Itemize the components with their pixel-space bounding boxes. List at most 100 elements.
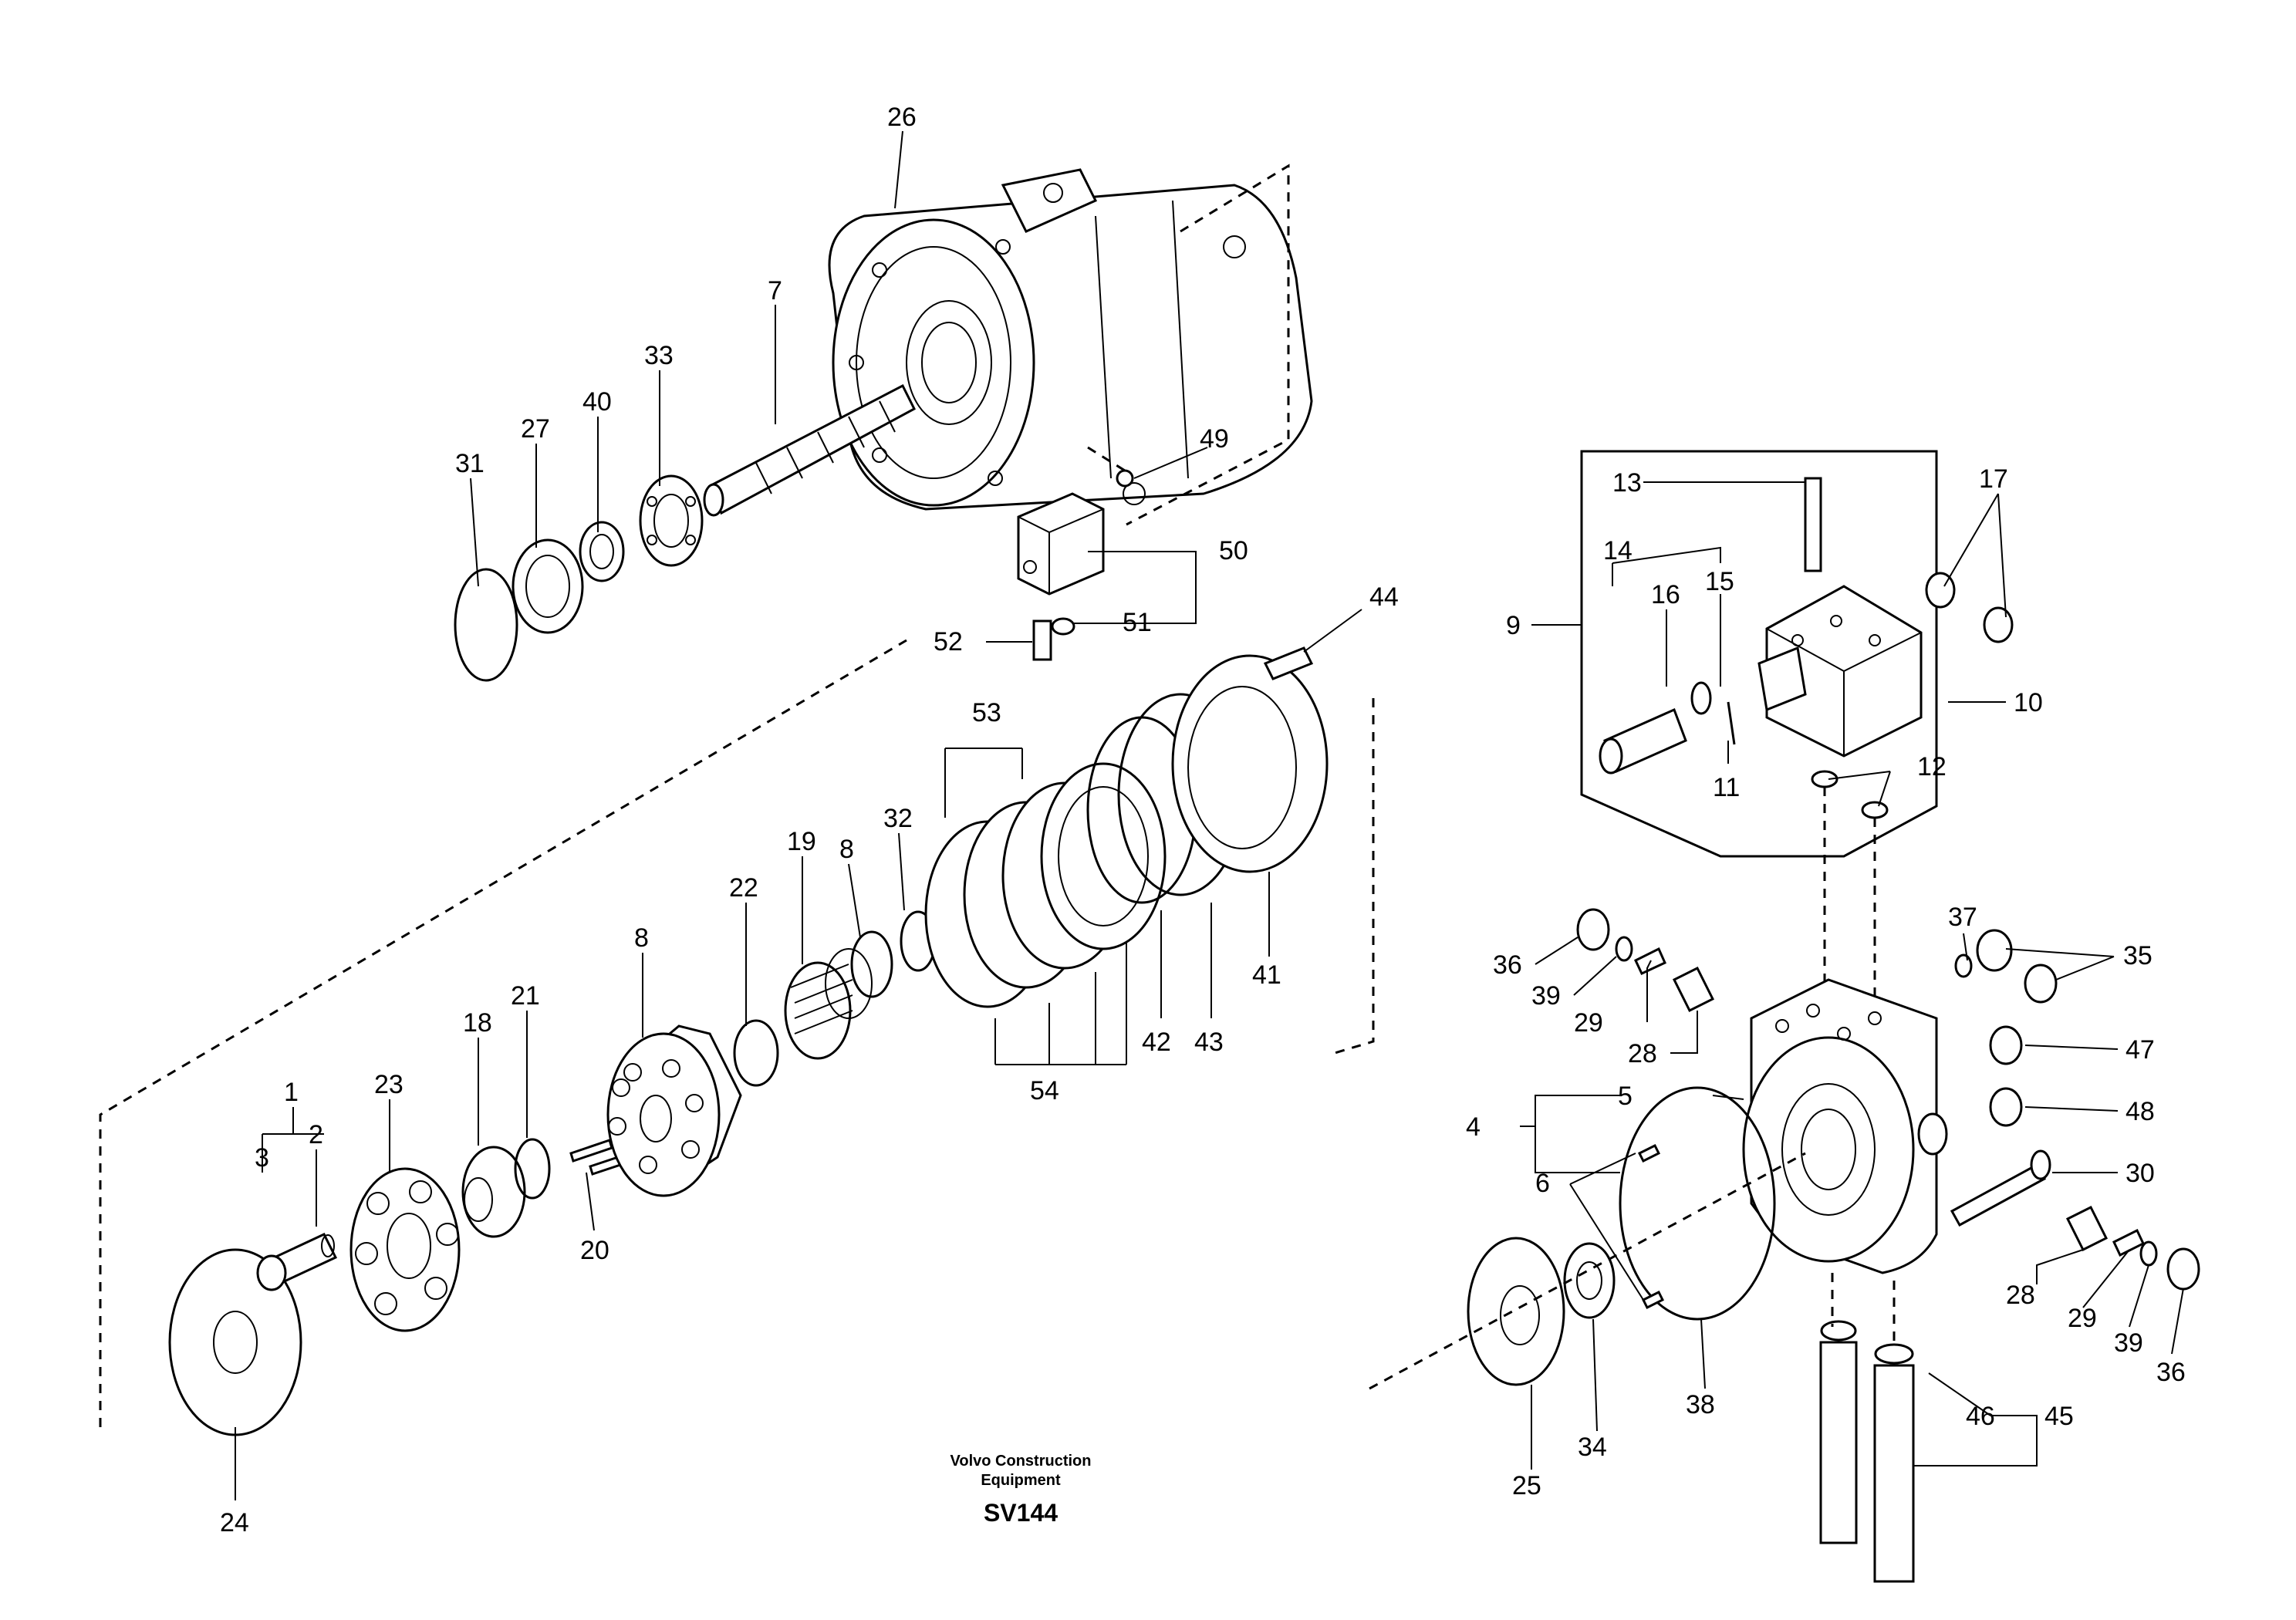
figure-caption: Volvo Construction Equipment SV144	[950, 1453, 1092, 1527]
pin-6	[1641, 1290, 1665, 1310]
brake-group-outline	[99, 639, 907, 1427]
cover-outline	[1369, 1152, 1806, 1390]
valve-block-50	[1017, 469, 1134, 661]
callout-19: 19	[787, 827, 816, 856]
callout-14: 14	[1603, 536, 1633, 565]
callout-38: 38	[1686, 1390, 1715, 1419]
plug-36	[2166, 1247, 2200, 1291]
callout-7: 7	[768, 276, 782, 305]
callout-51: 51	[1123, 608, 1152, 637]
brake-group-outline	[1334, 698, 1375, 1055]
housing-outline	[1087, 446, 1126, 472]
spacer-40	[579, 521, 625, 582]
callout-8: 8	[839, 835, 854, 864]
caption-line-1: Volvo Construction	[950, 1453, 1092, 1470]
callout-34: 34	[1578, 1433, 1607, 1462]
plug-47	[1989, 1025, 2023, 1065]
o-ring-12	[1861, 801, 1889, 819]
callout-39: 39	[1531, 981, 1561, 1011]
callout-45: 45	[2044, 1402, 2074, 1431]
callout-21: 21	[511, 981, 540, 1011]
callout-25: 25	[1512, 1471, 1541, 1500]
callout-43: 43	[1194, 1028, 1224, 1057]
housing-outline	[1126, 164, 1290, 526]
bolt-30	[2030, 1149, 2051, 1180]
callout-36b: 36	[2156, 1358, 2186, 1387]
callout-1: 1	[284, 1078, 299, 1107]
cylinder-block-8	[606, 1024, 742, 1197]
rear-cover-5	[1742, 978, 1948, 1274]
callout-labels: 26 7 33 40 27 31 49 50 51 52 44 53 32 8 …	[220, 103, 2186, 1537]
plunger-28	[2065, 1205, 2109, 1252]
plug-36	[1576, 908, 1610, 951]
callout-4: 4	[1466, 1112, 1481, 1142]
o-ring-39	[2139, 1240, 2158, 1267]
callout-37: 37	[1948, 903, 1977, 932]
callout-50: 50	[1219, 536, 1248, 565]
plug-35	[1976, 929, 2013, 972]
callout-39b: 39	[2114, 1328, 2143, 1358]
callout-44: 44	[1369, 582, 1399, 612]
callout-36: 36	[1493, 950, 1522, 980]
bolt-13	[1804, 477, 1822, 572]
callout-3: 3	[255, 1143, 269, 1173]
spring-19	[784, 948, 873, 1060]
output-shaft	[703, 383, 916, 517]
plug-17	[1983, 606, 2014, 643]
o-ring-16	[1690, 681, 1712, 715]
callout-52: 52	[934, 627, 963, 656]
callout-48: 48	[2125, 1097, 2155, 1126]
leader-lines	[235, 130, 2184, 1500]
pin-6	[1637, 1143, 1661, 1163]
callout-41: 41	[1252, 960, 1281, 990]
callout-30: 30	[2125, 1159, 2155, 1188]
pin-11	[1727, 701, 1736, 745]
callout-46: 46	[1966, 1402, 1995, 1431]
callout-9: 9	[1506, 611, 1521, 640]
cartridge-14	[1599, 737, 1623, 775]
callout-33: 33	[644, 341, 674, 370]
bearing-33	[639, 474, 704, 567]
callout-28b: 28	[2006, 1281, 2035, 1310]
callout-53: 53	[972, 698, 1001, 727]
callout-28: 28	[1628, 1039, 1657, 1068]
gasket-38	[1619, 1086, 1776, 1321]
o-ring-37	[1954, 953, 1973, 978]
retainer-plate-23	[349, 1167, 461, 1332]
bearing-34	[1563, 1242, 1616, 1319]
plug-35	[2024, 964, 2058, 1004]
caption-line-2: Equipment	[981, 1472, 1061, 1489]
callout-49: 49	[1200, 424, 1229, 454]
callout-24: 24	[220, 1508, 249, 1537]
ring-22	[733, 1019, 779, 1087]
spring-44	[1263, 646, 1314, 680]
callout-35: 35	[2123, 941, 2152, 970]
spool-45-46	[1819, 1320, 1915, 1583]
callout-17: 17	[1979, 464, 2008, 494]
ring-8	[850, 930, 893, 998]
callout-23: 23	[374, 1070, 403, 1099]
callout-29b: 29	[2068, 1304, 2097, 1333]
callout-20: 20	[580, 1236, 609, 1265]
callout-2: 2	[309, 1120, 323, 1149]
brake-piston-41	[1171, 654, 1329, 873]
callout-8b: 8	[634, 923, 649, 953]
callout-31: 31	[455, 449, 485, 478]
callout-6: 6	[1535, 1169, 1550, 1198]
callout-32: 32	[883, 804, 913, 833]
callout-15: 15	[1705, 567, 1734, 596]
valve-detail-frame	[1580, 450, 1938, 858]
o-ring-39	[1615, 936, 1633, 962]
brake-discs-53-54	[924, 762, 1167, 1008]
callout-54: 54	[1030, 1076, 1059, 1105]
callout-22: 22	[729, 873, 758, 903]
ring-21	[514, 1138, 551, 1200]
callout-12: 12	[1917, 752, 1947, 781]
bushing-18	[461, 1146, 526, 1238]
callout-11: 11	[1713, 773, 1740, 802]
valve-plate-25	[1467, 1237, 1565, 1386]
callout-26: 26	[887, 103, 917, 132]
callout-47: 47	[2125, 1035, 2155, 1065]
piston-assembly-1	[256, 1233, 338, 1291]
